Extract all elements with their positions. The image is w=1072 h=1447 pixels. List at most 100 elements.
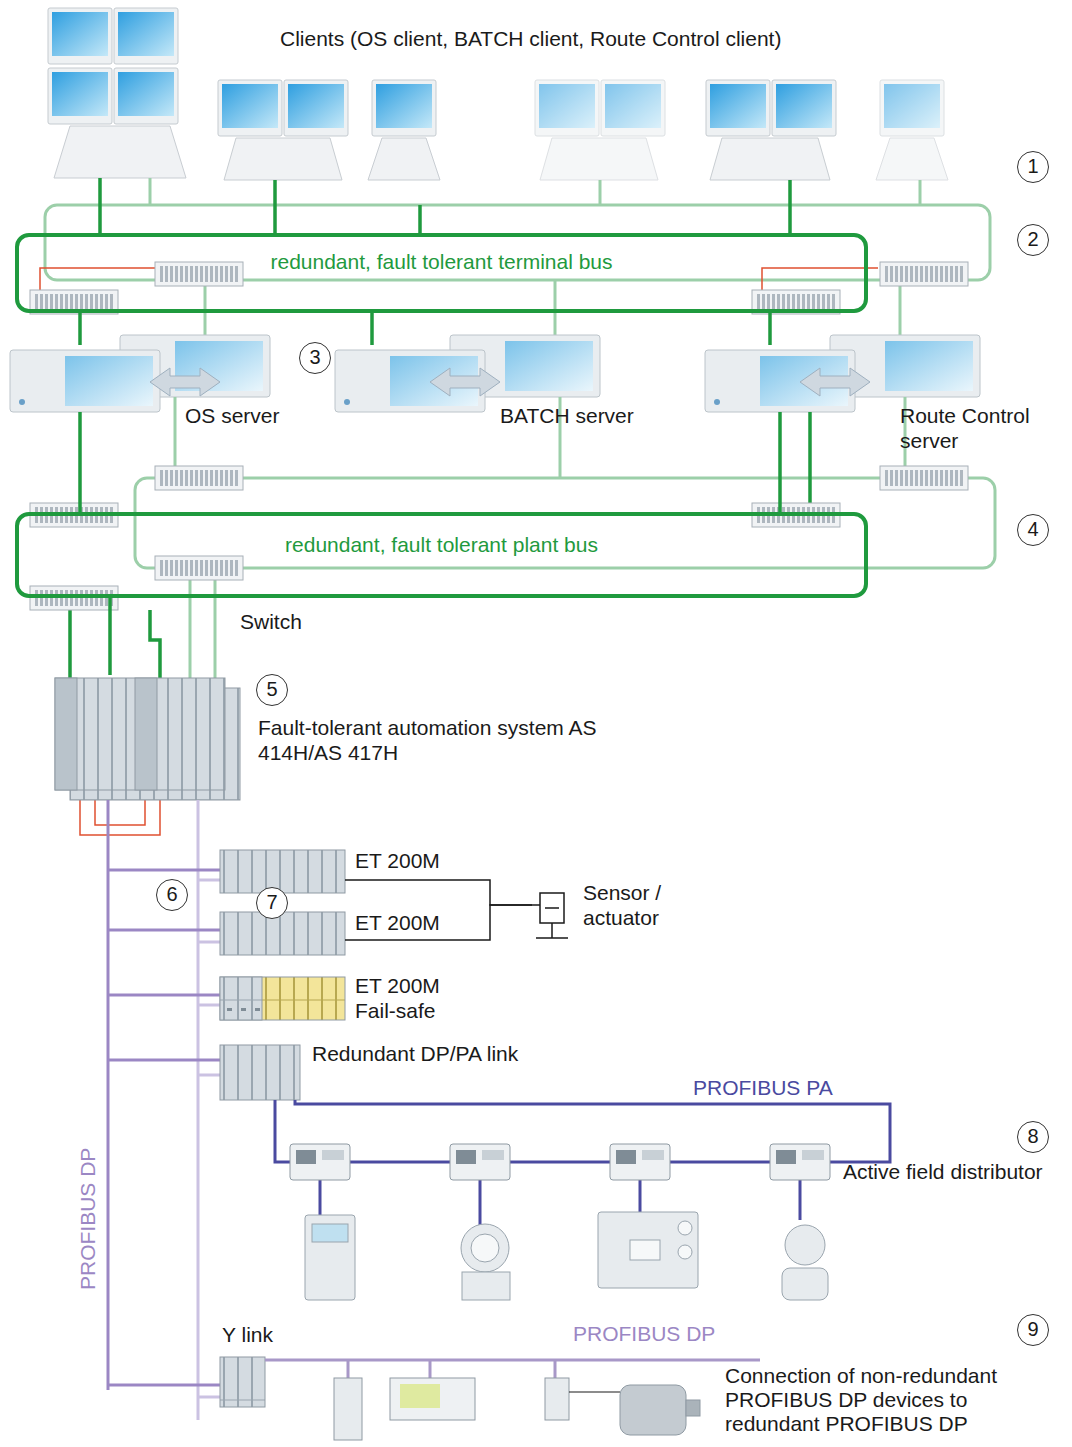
automation-rack — [55, 678, 225, 790]
client-stations — [48, 8, 948, 180]
note-text: Connection of non-redundant PROFIBUS DP … — [725, 1364, 1050, 1436]
profibus-pa-bus — [290, 1144, 350, 1180]
terminal-bus-wiring — [100, 178, 790, 233]
node-label: Route Control server — [900, 403, 1055, 453]
io-station: ET 200M — [220, 850, 345, 893]
terminal-bus-wiring — [880, 262, 968, 286]
profibus-dp-bus — [197, 800, 200, 1420]
plant-bus-wiring — [30, 586, 118, 610]
y-link-segment — [686, 1400, 700, 1416]
io-stations — [220, 912, 345, 955]
io-stations — [220, 977, 345, 1020]
server-pairs — [10, 350, 160, 412]
field-devices — [598, 1212, 698, 1288]
y-link-segment — [265, 1360, 760, 1440]
node-label: Redundant DP/PA link — [312, 1041, 518, 1066]
server-pair: Route Control server — [700, 345, 1065, 412]
field-devices — [785, 1225, 825, 1265]
terminal-bus-wiring — [205, 280, 900, 335]
terminal-bus-ring: redundant, fault tolerant terminal bus — [15, 233, 868, 313]
plant-bus-wiring — [155, 556, 243, 580]
profibus-dp-bus — [108, 870, 220, 1385]
sensor-symbol — [536, 908, 568, 938]
bus-label: PROFIBUS PA — [693, 1076, 833, 1100]
node-label: Y link — [222, 1322, 273, 1347]
callout-number: 3 — [299, 342, 331, 374]
client-group: Clients (OS client, BATCH client, Route … — [30, 0, 960, 205]
profibus-pa-bus — [275, 1100, 890, 1225]
device-label: Active field distributor — [843, 1160, 1043, 1184]
client-stations — [710, 138, 830, 180]
server-pairs — [150, 368, 220, 396]
server-pairs — [430, 368, 500, 396]
client-stations — [876, 80, 948, 180]
client-stations — [218, 80, 282, 136]
node-label: Sensor / actuator — [583, 880, 693, 930]
callout-number: 4 — [1017, 514, 1049, 546]
client-stations — [540, 138, 658, 180]
node-label: Fault-tolerant automation system AS 414H… — [258, 715, 658, 765]
y-link-segment — [400, 1384, 440, 1408]
callout-number: 1 — [1017, 151, 1049, 183]
bus-name: redundant, fault tolerant terminal bus — [19, 249, 864, 274]
field-devices — [782, 1268, 828, 1300]
terminal-bus-wiring — [150, 178, 920, 205]
y-link-segment — [620, 1385, 686, 1435]
client-stations — [114, 68, 178, 124]
bus-connector — [108, 598, 112, 675]
node-label: ET 200M — [355, 910, 440, 935]
field-devices — [461, 1224, 509, 1272]
server-pairs — [10, 335, 980, 412]
y-link-segment — [390, 1378, 475, 1420]
server: BATCH server — [335, 345, 665, 412]
client-stations — [880, 80, 944, 136]
client-stations — [772, 80, 836, 136]
bus-connector — [768, 313, 772, 345]
bus-connector — [345, 905, 532, 940]
field-devices — [471, 1234, 499, 1262]
field-devices — [630, 1240, 660, 1260]
callout-number: 5 — [256, 674, 288, 706]
bus-connector — [78, 412, 82, 512]
y-link-segment — [545, 1378, 569, 1420]
plant-bus-wiring — [175, 397, 905, 478]
bus-label: PROFIBUS DP — [573, 1322, 715, 1346]
y-link-segment — [348, 1360, 555, 1378]
io-stations — [220, 1357, 265, 1407]
bus-name: redundant, fault tolerant plant bus — [19, 532, 864, 557]
field-devices — [305, 1212, 828, 1300]
field-devices — [462, 1272, 510, 1300]
client-stations — [706, 80, 770, 136]
callout-number: 6 — [156, 879, 188, 911]
node-label: ET 200M — [355, 848, 440, 873]
server-pairs — [800, 368, 870, 396]
client-stations — [368, 138, 440, 180]
plant-bus-wiring — [155, 466, 243, 490]
profibus-pa-bus — [450, 1144, 510, 1180]
client-stations — [48, 8, 112, 64]
bus-connector — [418, 205, 422, 233]
bus-connector — [78, 313, 82, 345]
plant-bus-wiring — [880, 466, 968, 490]
automation-system: Fault-tolerant automation system AS 414H… — [55, 675, 240, 800]
sensor-actuator: Sensor / actuator — [532, 880, 692, 942]
field-devices — [678, 1245, 692, 1259]
client-stations — [224, 138, 342, 180]
profibus-dp-bus — [107, 800, 110, 1390]
profibus-pa-bus — [320, 1180, 800, 1225]
node-label: BATCH server — [500, 403, 634, 428]
node-label: OS server — [185, 403, 280, 428]
client-stations — [54, 126, 186, 178]
client-stations — [372, 80, 436, 136]
y-link-segment — [569, 1391, 620, 1392]
automation-rack — [55, 678, 77, 790]
bus-connector — [778, 412, 782, 512]
callout-number: 8 — [1017, 1121, 1049, 1153]
field-devices — [305, 1215, 355, 1300]
plant-bus-ring: redundant, fault tolerant plant bus — [15, 512, 868, 598]
client-stations — [876, 138, 948, 180]
callout-number: 7 — [256, 887, 288, 919]
server-pair: OS server — [10, 345, 310, 412]
automation-rack — [55, 678, 240, 835]
